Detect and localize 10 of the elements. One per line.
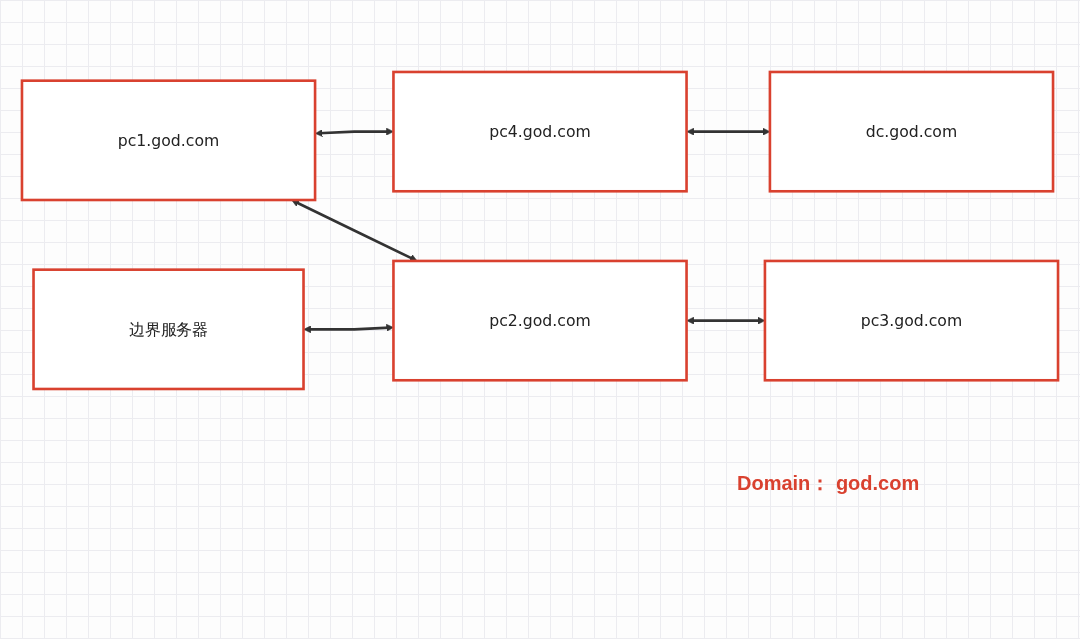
node-box: pc4.god.com — [392, 70, 688, 193]
node-box: dc.god.com — [768, 70, 1055, 193]
node-box: 边界服务器 — [32, 267, 305, 390]
arrow — [315, 127, 394, 137]
arrow — [291, 199, 418, 261]
domain-note: Domain： god.com — [737, 471, 920, 496]
node-box: pc1.god.com — [20, 78, 317, 201]
node-box: pc2.god.com — [392, 259, 688, 382]
arrow — [303, 323, 394, 333]
node-box: pc3.god.com — [763, 259, 1060, 382]
